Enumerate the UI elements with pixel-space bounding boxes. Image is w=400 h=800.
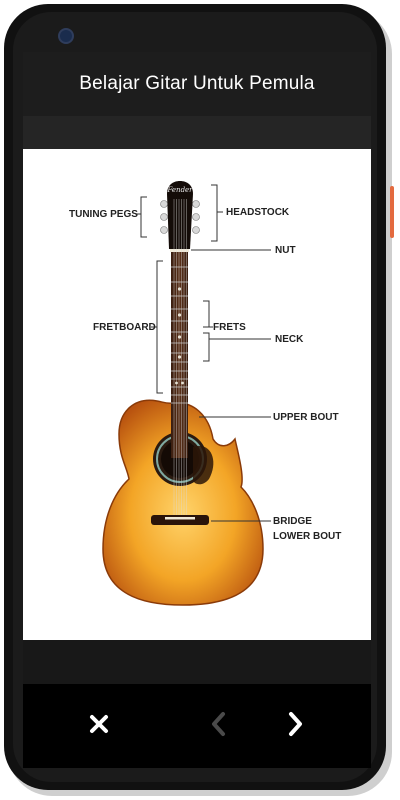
headstock-logo: Fender: [166, 186, 193, 194]
guitar-diagram: Fender: [69, 181, 341, 606]
close-button[interactable]: [79, 704, 119, 744]
pickguard: [193, 445, 214, 485]
previous-button[interactable]: [199, 704, 239, 744]
label-lower-bout: LOWER BOUT: [273, 531, 341, 542]
front-camera: [58, 28, 74, 44]
label-headstock: HEADSTOCK: [226, 207, 290, 218]
next-button[interactable]: [275, 704, 315, 744]
sound-hole: [161, 440, 199, 478]
label-neck: NECK: [275, 334, 304, 345]
label-fretboard: FRETBOARD: [93, 322, 156, 333]
guitar-strings: [173, 199, 187, 521]
app-screen: Belajar Gitar Untuk Pemula: [23, 52, 371, 768]
guitar-neck: [171, 252, 188, 458]
side-scroll-indicator: [390, 186, 394, 238]
bottom-navigation-bar: [23, 684, 371, 768]
close-icon: [90, 715, 108, 733]
label-tuning-pegs: TUNING PEGS: [69, 209, 138, 220]
tuning-pegs: [160, 200, 200, 234]
fret-markers: [175, 287, 184, 385]
guitar-diagram-image: Fender: [23, 149, 371, 640]
label-frets: FRETS: [213, 322, 246, 333]
chevron-right-icon: [289, 712, 302, 736]
guitar-bridge: [151, 515, 209, 525]
sub-bar: [23, 116, 371, 149]
guitar-nut: [170, 249, 189, 252]
label-upper-bout: UPPER BOUT: [273, 412, 339, 423]
guitar-body: [102, 399, 264, 606]
caption-area: [23, 640, 371, 684]
label-nut: NUT: [275, 245, 296, 256]
chevron-left-icon: [212, 712, 225, 736]
label-bridge: BRIDGE: [273, 516, 312, 527]
annotation-lines: [135, 184, 271, 522]
app-bar: Belajar Gitar Untuk Pemula: [23, 52, 371, 116]
app-title: Belajar Gitar Untuk Pemula: [79, 73, 315, 94]
